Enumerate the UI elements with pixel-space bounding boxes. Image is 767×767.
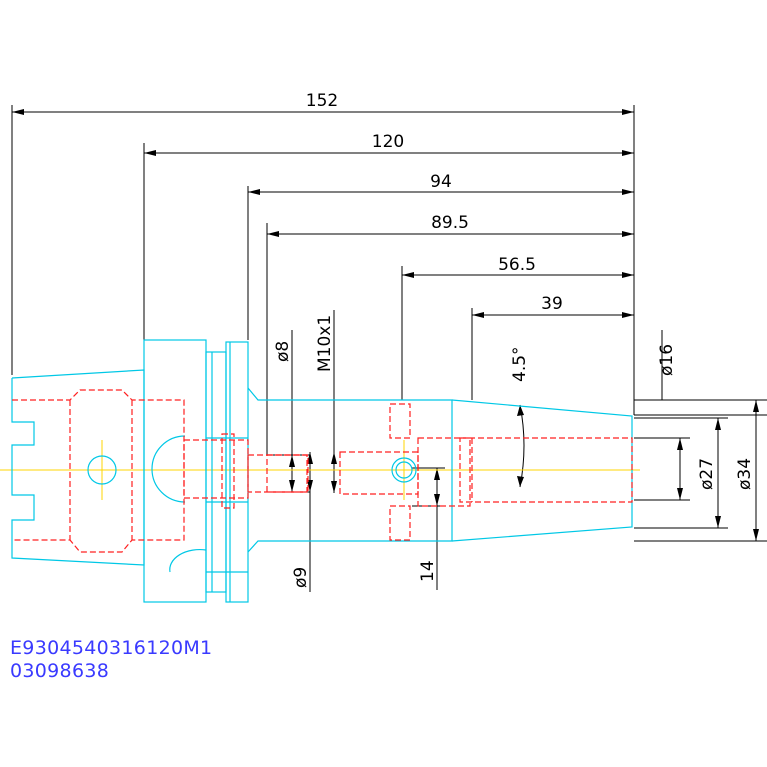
dim-angle-label: 4.5° <box>510 346 530 382</box>
dim-56-5-label: 56.5 <box>498 255 536 275</box>
dim-89-5-label: 89.5 <box>431 213 469 233</box>
dim-dia-9-label: ø9 <box>291 567 311 588</box>
dim-dia-8-label: ø8 <box>273 341 293 362</box>
dim-dia-27-label: ø27 <box>697 458 717 490</box>
part-codes: E9304540316120M1 03098638 <box>10 637 212 682</box>
dim-39-label: 39 <box>541 294 563 314</box>
dim-thread-label: M10x1 <box>315 315 335 372</box>
dim-152-label: 152 <box>306 91 338 111</box>
dim-94-label: 94 <box>430 172 452 192</box>
dimension-lines <box>11 105 767 592</box>
dim-120-label: 120 <box>372 132 404 152</box>
dim-14-label: 14 <box>418 560 438 582</box>
dim-dia-16-label: ø16 <box>657 344 677 376</box>
part-outline <box>11 339 633 603</box>
centerline <box>0 440 640 500</box>
part-number: E9304540316120M1 <box>10 637 212 659</box>
dimension-labels: 152 120 94 89.5 56.5 39 ø8 M10x1 ø9 14 4… <box>273 91 755 588</box>
order-number: 03098638 <box>10 660 109 682</box>
hidden-lines <box>12 389 633 553</box>
dim-dia-34-label: ø34 <box>735 458 755 490</box>
